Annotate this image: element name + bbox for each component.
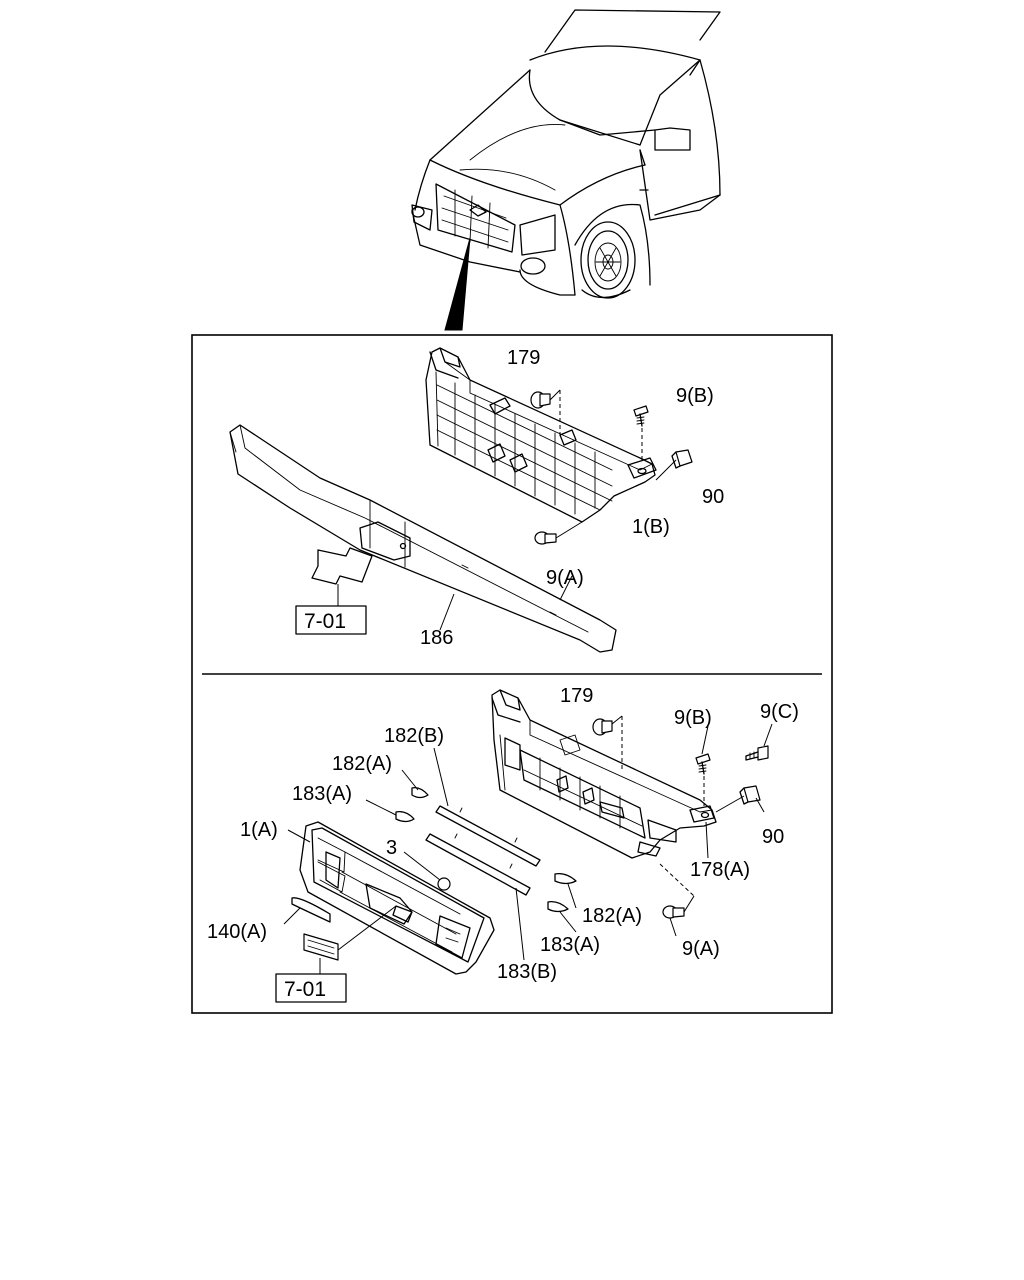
- ref-7-01-top: 7-01: [304, 610, 346, 633]
- label-186: 186: [420, 627, 453, 649]
- strip-183b: [425, 833, 531, 896]
- label-3: 3: [386, 837, 397, 859]
- label-90-bottom: 90: [762, 826, 784, 848]
- clip-90-bottom: [743, 785, 761, 803]
- label-182a-top: 182(A): [332, 753, 392, 775]
- bottom-section: 179 9(B) 9(C) 182(B) 182(A) 183(A) 1(A) …: [207, 685, 799, 1003]
- bolt-179-bottom: [592, 718, 613, 736]
- label-9a-top: 9(A): [546, 567, 584, 589]
- grille-1b: [425, 347, 657, 523]
- grille-1a: [299, 821, 495, 975]
- label-9a-bottom: 9(A): [682, 938, 720, 960]
- ornament-182a-left: [411, 787, 429, 799]
- label-9b-top: 9(B): [676, 385, 714, 407]
- ref-box-top: [295, 605, 367, 635]
- vehicle-overview: [411, 9, 721, 331]
- top-section: 179 9(B) 90 1(B) 9(A) 186 7-01: [229, 347, 724, 653]
- diagram-frame: [191, 334, 833, 1014]
- screw-9a-top: [534, 531, 557, 545]
- label-179-top: 179: [507, 347, 540, 369]
- bolt-3: [437, 877, 451, 891]
- label-90-top: 90: [702, 486, 724, 508]
- label-178a: 178(A): [690, 859, 750, 881]
- label-179-bottom: 179: [560, 685, 593, 707]
- screw-9b-bottom: [695, 753, 711, 775]
- grille-178a: [491, 689, 717, 859]
- screw-9a-bottom: [662, 905, 685, 919]
- strip-182b: [435, 805, 541, 867]
- label-183a-top: 183(A): [292, 783, 352, 805]
- moulding-186: [229, 424, 617, 653]
- label-182a-right: 182(A): [582, 905, 642, 927]
- ornament-183a-right: [547, 901, 569, 913]
- screw-9c: [745, 745, 769, 761]
- strip-140a: [291, 897, 331, 923]
- bolt-179-top: [530, 391, 551, 409]
- ornament-182a-right: [554, 873, 577, 885]
- screw-9b-top: [633, 405, 649, 427]
- ornament-183a-left: [395, 811, 415, 823]
- ref-7-01-bottom: 7-01: [284, 978, 326, 1001]
- label-183b: 183(B): [497, 961, 557, 983]
- clip-90-top: [675, 449, 693, 467]
- label-9b-bottom: 9(B): [674, 707, 712, 729]
- emblem-bowtie-top: [311, 547, 373, 585]
- label-140a: 140(A): [207, 921, 267, 943]
- label-1a: 1(A): [240, 819, 278, 841]
- label-1b-top: 1(B): [632, 516, 670, 538]
- badge-emblem: [303, 933, 339, 961]
- label-182b: 182(B): [384, 725, 444, 747]
- label-183a-bottom: 183(A): [540, 934, 600, 956]
- ref-box-bottom: [275, 973, 347, 1003]
- label-9c: 9(C): [760, 701, 799, 723]
